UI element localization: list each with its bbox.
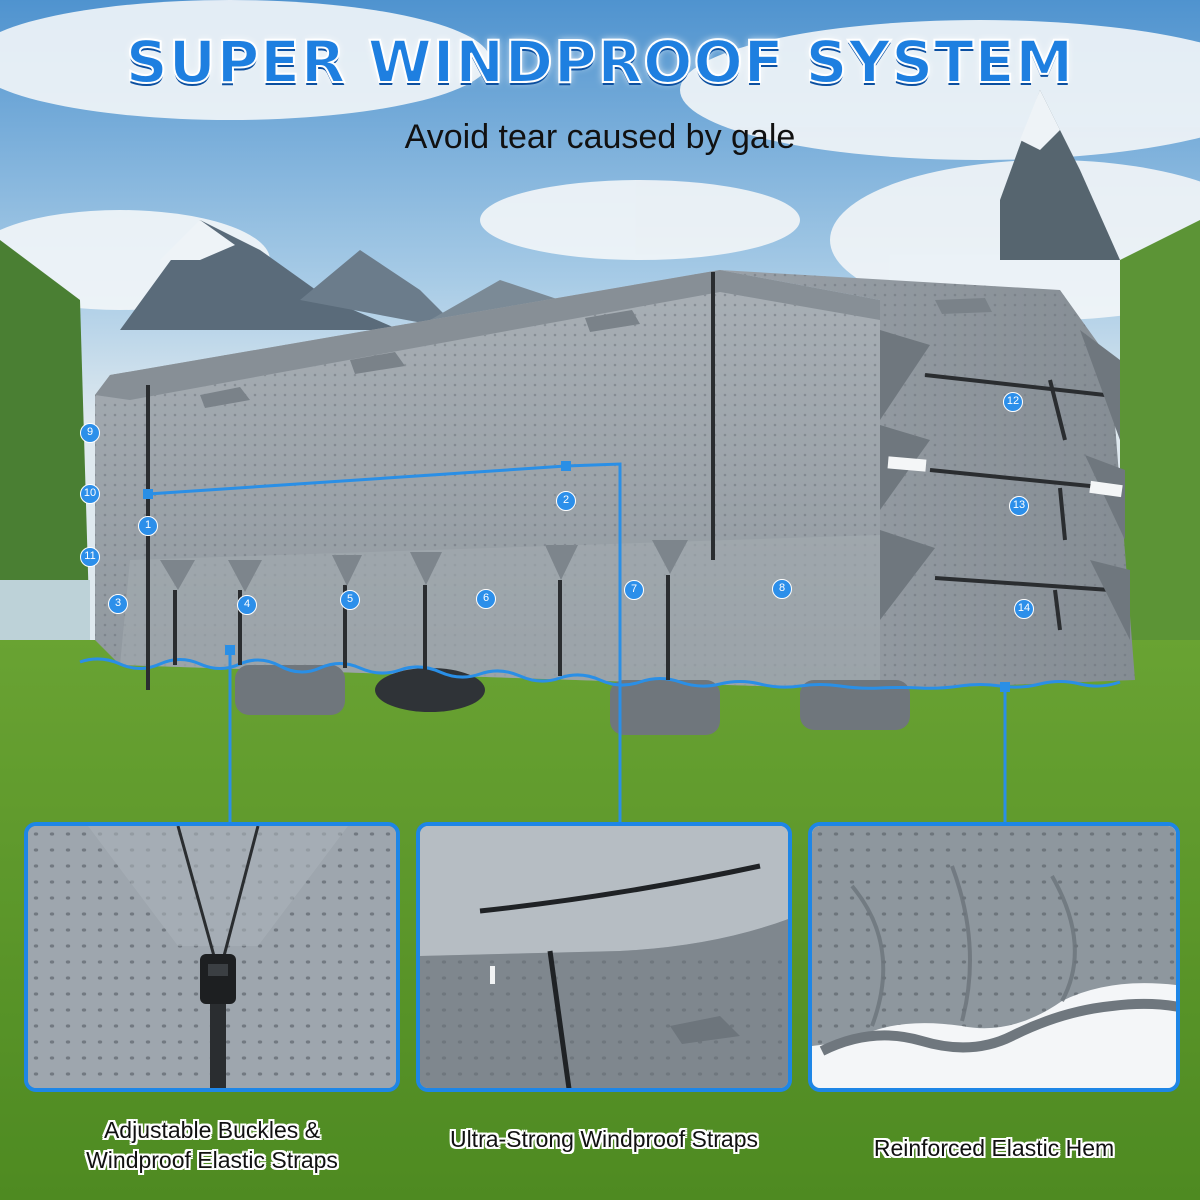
caption-hem-line1: Reinforced Elastic Hem bbox=[873, 1135, 1115, 1161]
marker-7: 7 bbox=[624, 580, 644, 600]
marker-4: 4 bbox=[237, 595, 257, 615]
buckle-icon bbox=[28, 826, 396, 1088]
marker-9: 9 bbox=[80, 423, 100, 443]
elastic-hem-icon bbox=[812, 826, 1176, 1088]
caption-buckles: Adjustable Buckles & Windproof Elastic S… bbox=[24, 1115, 400, 1175]
marker-2: 2 bbox=[556, 491, 576, 511]
strap-icon bbox=[420, 826, 788, 1088]
marker-10: 10 bbox=[80, 484, 100, 504]
marker-12: 12 bbox=[1003, 392, 1023, 412]
marker-13: 13 bbox=[1009, 496, 1029, 516]
caption-buckles-line2: Windproof Elastic Straps bbox=[86, 1147, 338, 1173]
feature-panel-buckles bbox=[24, 822, 400, 1092]
caption-straps: Ultra-Strong Windproof Straps bbox=[406, 1124, 802, 1154]
headline-subtitle: Avoid tear caused by gale bbox=[404, 118, 796, 156]
marker-8: 8 bbox=[772, 579, 792, 599]
caption-hem: Reinforced Elastic Hem bbox=[808, 1133, 1180, 1163]
marker-3: 3 bbox=[108, 594, 128, 614]
caption-straps-line1: Ultra-Strong Windproof Straps bbox=[449, 1126, 759, 1152]
marker-5: 5 bbox=[340, 590, 360, 610]
feature-panel-hem bbox=[808, 822, 1180, 1092]
feature-panel-straps bbox=[416, 822, 792, 1092]
marker-14: 14 bbox=[1014, 599, 1034, 619]
marker-6: 6 bbox=[476, 589, 496, 609]
caption-buckles-line1: Adjustable Buckles & bbox=[103, 1117, 321, 1143]
marker-1: 1 bbox=[138, 516, 158, 536]
marker-11: 11 bbox=[80, 547, 100, 567]
headline-title: SUPER WINDPROOF SYSTEM bbox=[125, 27, 1075, 97]
